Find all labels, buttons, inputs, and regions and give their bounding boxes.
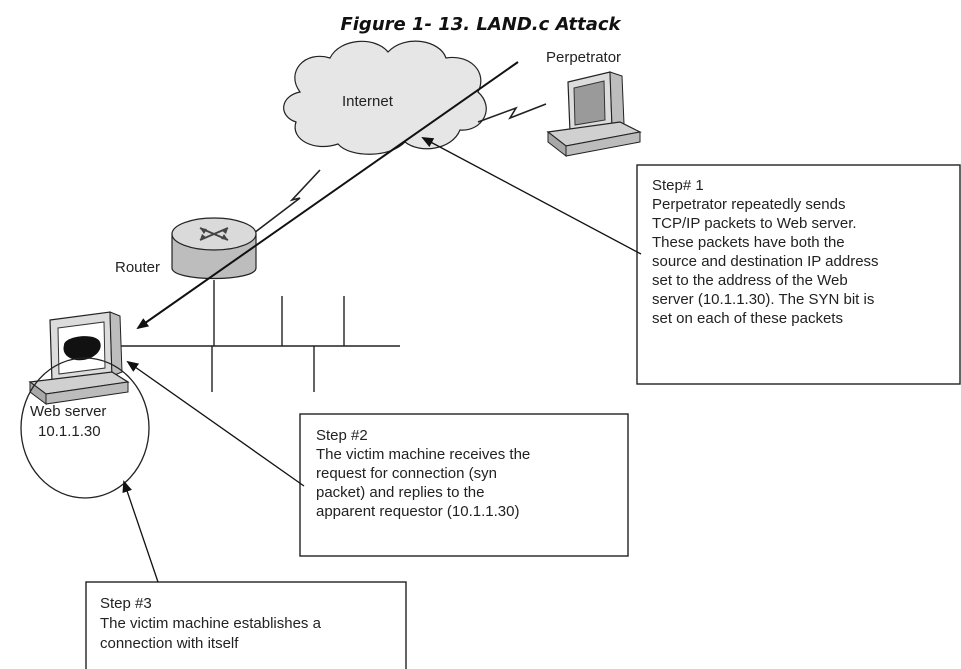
step-1-line: server (10.1.1.30). The SYN bit is <box>652 291 874 308</box>
step-1-line: These packets have both the <box>652 234 845 251</box>
self-connection-loop <box>20 357 150 499</box>
step-2-line: request for connection (syn <box>316 465 497 482</box>
step-1-pointer <box>421 137 642 255</box>
internet-cloud: Internet <box>283 40 487 155</box>
step-3-pointer <box>122 480 159 583</box>
router-label: Router <box>115 259 160 276</box>
perpetrator-label: Perpetrator <box>546 49 621 66</box>
perpetrator-computer: Perpetrator <box>546 49 642 158</box>
step-1-box <box>636 164 961 385</box>
web-server-label: Web server <box>30 403 106 420</box>
step-3-line: connection with itself <box>100 635 239 652</box>
step-2-pointer <box>126 360 305 487</box>
step-1-heading: Step# 1 <box>652 177 704 194</box>
router-internet-link <box>249 169 321 237</box>
lan-network <box>120 280 400 392</box>
step-2-heading: Step #2 <box>316 427 368 444</box>
web-server-ip: 10.1.1.30 <box>38 423 101 440</box>
step-2-box <box>299 413 629 557</box>
step-1-line: set on each of these packets <box>652 310 843 327</box>
router-device: Router <box>115 217 257 280</box>
attack-path-arrow <box>136 61 519 330</box>
step-1-line: source and destination IP address <box>652 253 879 270</box>
step-2-line: packet) and replies to the <box>316 484 484 501</box>
step-3-heading: Step #3 <box>100 595 152 612</box>
step-3-box <box>85 581 407 669</box>
step-1-line: Perpetrator repeatedly sends <box>652 196 845 213</box>
internet-label: Internet <box>342 93 394 110</box>
step-1-line: set to the address of the Web <box>652 272 848 289</box>
step-3-line: The victim machine establishes a <box>100 615 322 632</box>
step-2-line: apparent requestor (10.1.1.30) <box>316 503 519 520</box>
step-2-line: The victim machine receives the <box>316 446 530 463</box>
figure-title: Figure 1- 13. LAND.c Attack <box>340 14 621 35</box>
web-server-computer <box>28 311 130 405</box>
perpetrator-link <box>477 103 547 123</box>
step-1-line: TCP/IP packets to Web server. <box>652 215 857 232</box>
